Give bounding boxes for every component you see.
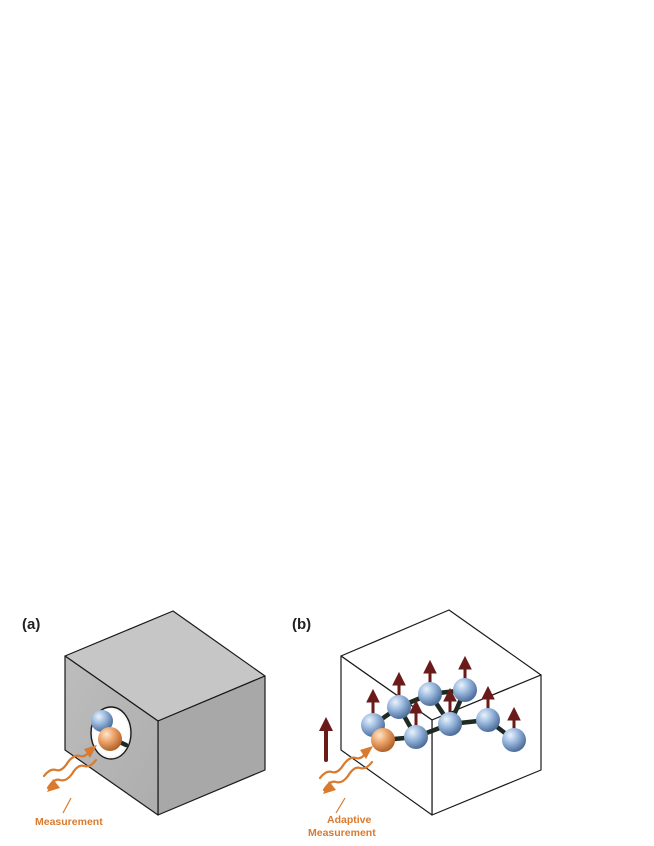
hidden-qubits [91, 710, 129, 751]
closed-cube [64, 610, 266, 816]
outgoing-arrowhead [323, 781, 336, 794]
caption-pointer [62, 797, 72, 814]
blue-qubit-sphere-icon [502, 728, 526, 752]
incoming-wavy-arrow-icon [42, 746, 94, 778]
incoming-wavy-arrow-icon [318, 748, 370, 780]
caption-pointer [335, 797, 346, 814]
adaptive-measurement-probe [318, 746, 374, 814]
outgoing-arrowhead [47, 779, 60, 792]
blue-qubit-sphere-icon [418, 682, 442, 706]
spin-arrowhead [507, 706, 521, 721]
spin-arrowhead [423, 659, 437, 674]
blue-qubit-sphere-icon [476, 708, 500, 732]
spin-arrowhead [443, 687, 457, 702]
panel-a: (a) Measurement [22, 610, 266, 828]
orange-qubit-sphere-icon [371, 728, 395, 752]
panel-a-label: (a) [22, 616, 40, 633]
panel-b-label: (b) [292, 616, 311, 633]
tall-arrowhead [319, 717, 333, 731]
adaptive-caption-line1: Adaptive [327, 814, 372, 826]
orange-qubit-sphere-icon [98, 727, 122, 751]
adaptive-caption-line2: Measurement [308, 827, 376, 839]
spin-arrowhead [366, 688, 380, 703]
blue-qubit-sphere-icon [453, 678, 477, 702]
outgoing-wavy-arrow-icon [46, 758, 98, 790]
blue-qubit-sphere-icon [91, 710, 113, 732]
qubit-lattice [361, 655, 526, 752]
blue-qubit-sphere-icon [404, 725, 428, 749]
blue-qubit-sphere-icon [438, 712, 462, 736]
spin-arrowhead [409, 699, 423, 714]
blue-qubit-sphere-icon [387, 695, 411, 719]
panel-b: (b) [292, 609, 542, 839]
measurement-probe [42, 745, 98, 814]
spin-arrowhead [458, 655, 472, 670]
incoming-arrowhead [84, 745, 97, 758]
external-spin-arrow [319, 717, 333, 762]
incoming-arrowhead [360, 746, 373, 759]
spin-arrows [366, 655, 521, 732]
spin-arrowhead [392, 671, 406, 686]
spin-arrowhead [481, 685, 495, 700]
measurement-caption: Measurement [35, 816, 103, 828]
outgoing-wavy-arrow-icon [322, 760, 374, 792]
